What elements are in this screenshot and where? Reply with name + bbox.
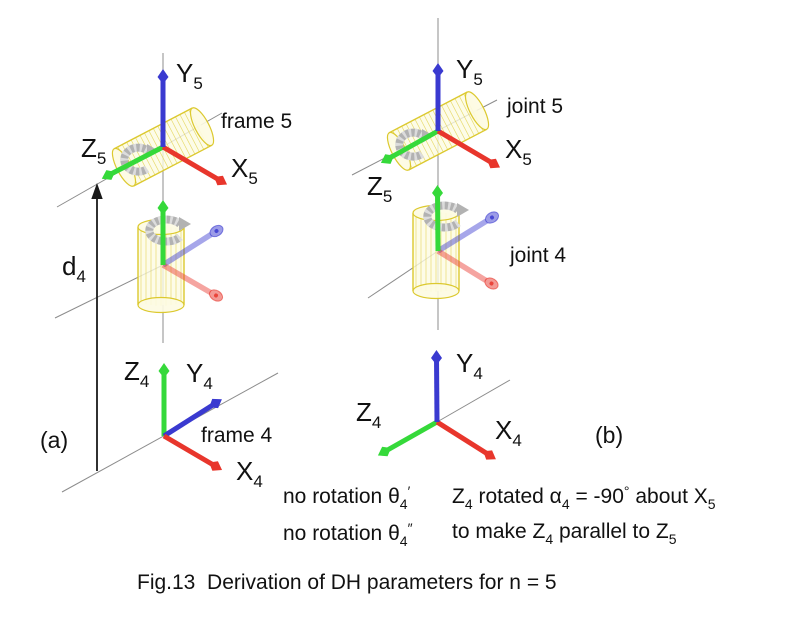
panel-a-graphics <box>54 53 279 493</box>
label-frame5-a: frame 5 <box>221 110 293 133</box>
ghost-x-cone-icon-a <box>208 289 224 302</box>
label-frame4-x-a: X4 <box>236 456 263 491</box>
frame4-x-axis-b <box>435 419 496 460</box>
label-frame5-z-b: Z5 <box>367 171 393 206</box>
note-line1-right: Z4 rotated α4 = -90° about X5 <box>452 483 716 512</box>
label-frame5-z-a: Z5 <box>81 133 107 168</box>
frame4-y-axis-a <box>162 398 222 439</box>
frame4-axes-b <box>377 350 496 460</box>
label-frame4-a: frame 4 <box>201 424 273 447</box>
label-frame5-x-a: X5 <box>231 153 258 188</box>
ghost-y-cone-icon-b <box>484 211 500 224</box>
panel-a-tag: (a) <box>40 427 69 453</box>
frame4-axes-a <box>158 363 223 471</box>
ghost-x-cone-icon-b <box>484 277 499 290</box>
frame5-axes-b <box>380 63 501 169</box>
label-frame5-y-b: Y5 <box>456 54 483 89</box>
label-d4-dimension: d4 <box>62 251 86 286</box>
label-frame4-y-a: Y4 <box>186 358 213 393</box>
frame4-ghost-axes-a <box>157 200 224 302</box>
label-frame4-z-a: Z4 <box>124 356 150 391</box>
ghost-y-cone-icon-a <box>209 224 224 238</box>
d4-dimension-arrow <box>91 183 103 471</box>
panel-b-tag: (b) <box>595 422 624 448</box>
panel-b-graphics <box>351 18 511 460</box>
label-joint5-b: joint 5 <box>507 95 564 118</box>
frame5-x-axis-b <box>436 128 501 169</box>
frame4-guide-line-b <box>436 379 511 423</box>
frame5-axes-a <box>101 69 228 186</box>
label-frame5-x-b: X5 <box>505 134 532 169</box>
frame4-x-axis-a <box>162 433 223 471</box>
frame5-x-axis-a <box>161 144 228 186</box>
note-line1-left: no rotation θ4′ <box>283 483 411 512</box>
frame5-z-axis-a <box>101 144 165 180</box>
frame4-z-axis-b <box>377 419 439 457</box>
label-frame4-y-b: Y4 <box>456 348 483 383</box>
note-line2-left: no rotation θ4″ <box>283 520 413 549</box>
label-joint4-b: joint 4 <box>510 244 567 267</box>
label-frame4-z-b: Z4 <box>356 397 382 432</box>
frame4-ghost-axes-b <box>432 185 500 290</box>
figure-caption: Fig.13 Derivation of DH parameters for n… <box>137 571 557 594</box>
label-frame5-y-a: Y5 <box>176 58 203 93</box>
frame4-y-axis-b <box>431 350 443 423</box>
label-frame4-x-b: X4 <box>495 415 522 450</box>
frame5-z-axis-b <box>380 128 440 164</box>
note-line2-right: to make Z4 parallel to Z5 <box>452 520 677 547</box>
